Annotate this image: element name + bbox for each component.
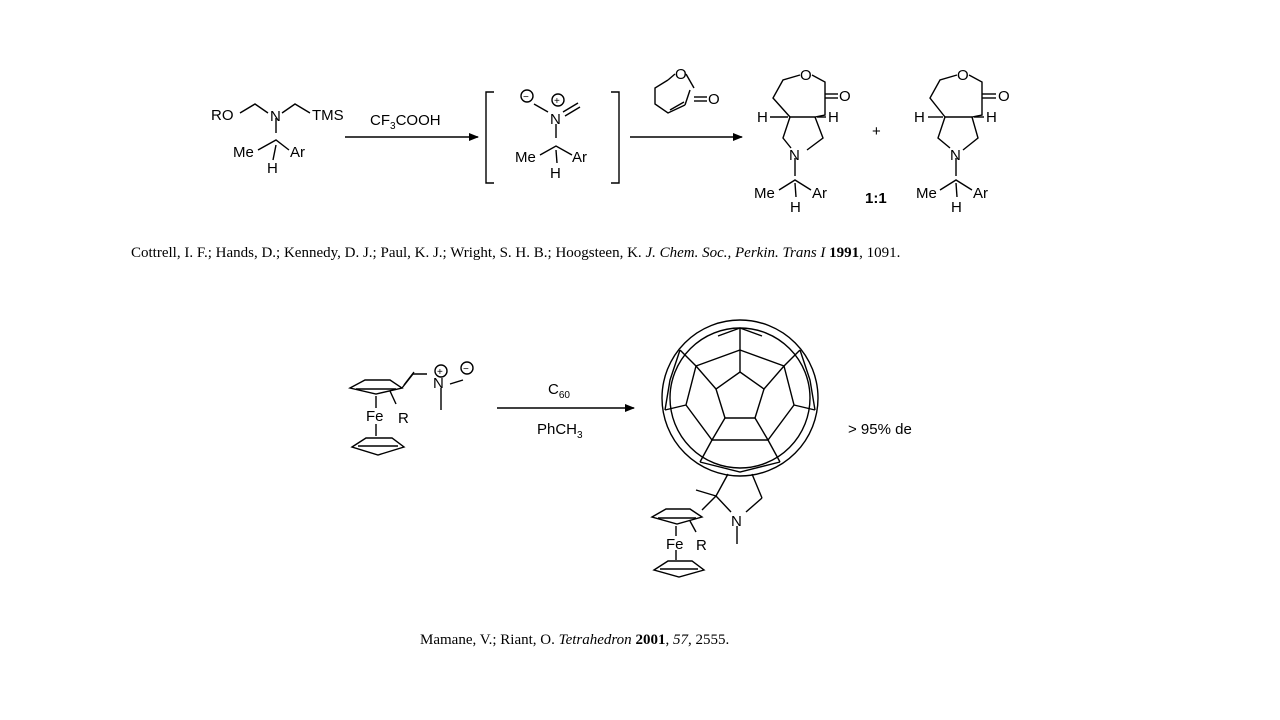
nitrogen-label: N (789, 147, 800, 164)
scheme1-product-1: O O H H N Me H Ar (754, 67, 851, 216)
plus-charge: + (554, 96, 560, 107)
ring-oxygen-label: O (675, 66, 687, 83)
r-group-label: R (398, 410, 409, 427)
diastereoselectivity-label: > 95% de (848, 421, 912, 438)
hydrogen-label: H (790, 199, 801, 216)
iron-label: Fe (666, 536, 684, 553)
nitrogen-label: N (270, 108, 281, 125)
carbonyl-oxygen-label: O (998, 88, 1010, 105)
nitrogen-label: N (950, 147, 961, 164)
reference-2-journal: Tetrahedron (558, 632, 632, 648)
intermediate-brackets (485, 91, 620, 184)
carbonyl-oxygen-label: O (839, 88, 851, 105)
ring-oxygen-label: O (957, 67, 969, 84)
carbonyl-oxygen-label: O (708, 91, 720, 108)
nitrogen-label: N (550, 111, 561, 128)
scheme2-product: N Fe R (650, 473, 763, 578)
aryl-label: Ar (572, 149, 587, 166)
fullerene-c60 (661, 319, 819, 477)
h-left-label: H (757, 109, 768, 126)
methyl-label: Me (916, 185, 937, 202)
hydrogen-label: H (267, 160, 278, 177)
methyl-label: Me (754, 185, 775, 202)
reference-2: Mamane, V.; Riant, O. Tetrahedron 2001 , … (420, 632, 730, 648)
r-group-label: R (696, 537, 707, 554)
scheme2-arrow: C60 PhCH3 (497, 381, 635, 441)
plus-charge: + (437, 367, 443, 378)
scheme1-product-2: O O H H N Me H Ar (914, 67, 1010, 216)
scheme2-reactant: + − N Fe R (348, 361, 474, 456)
aryl-label: Ar (812, 185, 827, 202)
solvent-label: PhCH3 (537, 421, 583, 441)
nitrogen-label: N (433, 375, 444, 392)
reference-2-volume: 57 (672, 632, 688, 648)
reference-2-pages: , 2555. (687, 632, 730, 648)
scheme1-intermediate: − + N Me H Ar (515, 89, 587, 182)
c60-reagent-label: C60 (548, 381, 570, 401)
aryl-label: Ar (290, 144, 305, 161)
product-ratio: 1:1 (865, 190, 887, 207)
methyl-label: Me (233, 144, 254, 161)
iron-label: Fe (366, 408, 384, 425)
reference-1-pages: , 1091. (859, 245, 901, 261)
dihydropyranone: O O (654, 66, 720, 114)
tms-label: TMS (312, 107, 344, 124)
aryl-label: Ar (973, 185, 988, 202)
minus-charge: − (523, 92, 529, 103)
ro-label: RO (211, 107, 234, 124)
minus-charge: − (463, 364, 469, 375)
methyl-label: Me (515, 149, 536, 166)
h-left-label: H (914, 109, 925, 126)
scheme1-reactant: RO N TMS Me H Ar (211, 103, 344, 177)
nitrogen-label: N (731, 513, 742, 530)
reference-1-journal: J. Chem. Soc., Perkin. Trans I (645, 245, 826, 261)
ring-oxygen-label: O (800, 67, 812, 84)
h-right-label: H (828, 109, 839, 126)
hydrogen-label: H (951, 199, 962, 216)
reference-2-authors: Mamane, V.; Riant, O. (420, 632, 555, 648)
hydrogen-label: H (550, 165, 561, 182)
reference-1-authors: Cottrell, I. F.; Hands, D.; Kennedy, D. … (131, 245, 642, 261)
reference-1: Cottrell, I. F.; Hands, D.; Kennedy, D. … (131, 245, 900, 262)
reference-1-year: 1991 (829, 245, 860, 261)
h-right-label: H (986, 109, 997, 126)
reagent-label: CF3COOH (370, 112, 441, 132)
plus-sign: + (872, 123, 881, 140)
scheme1-arrow-1: CF3COOH (345, 112, 479, 141)
reference-2-year: 2001 (635, 632, 666, 648)
